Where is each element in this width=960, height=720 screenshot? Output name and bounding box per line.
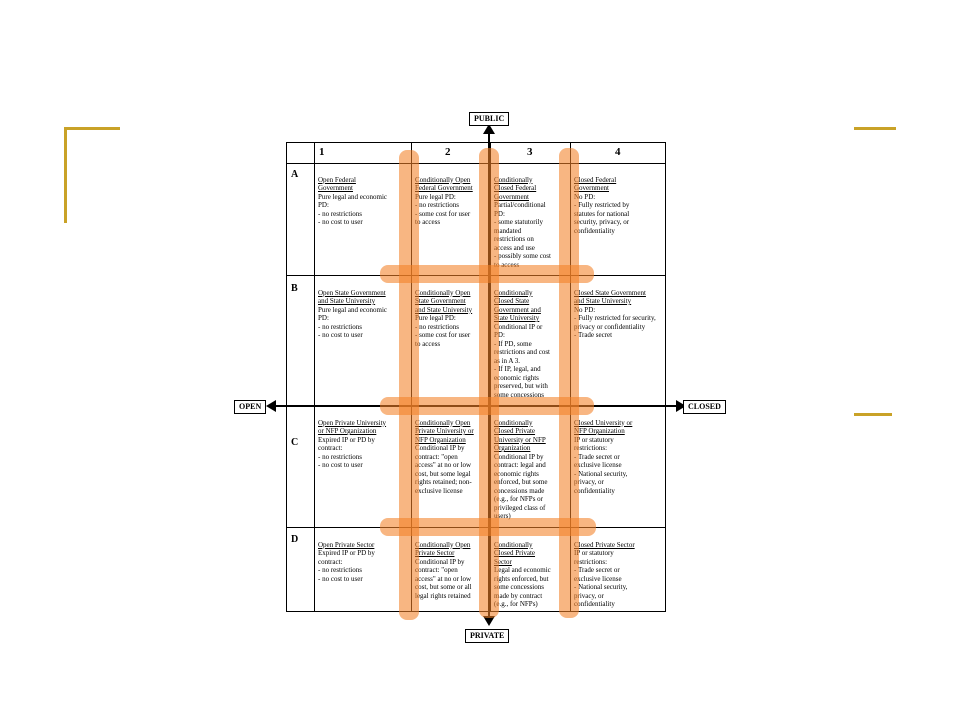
cell-title: Conditionally Open Federal Government [415, 175, 473, 193]
cell-body: Pure legal and economic PD: - no restric… [318, 192, 388, 227]
cell-c1: Open Private University or NFP Organizat… [318, 410, 410, 478]
axis-arrowhead-right-icon [676, 400, 686, 412]
cell-body: Conditional IP by contract: "open access… [415, 557, 472, 600]
cell-body: Expired IP or PD by contract: - no restr… [318, 435, 375, 470]
highlight-horizontal-1 [380, 265, 594, 283]
grid-line-v1 [314, 143, 315, 611]
cell-title: Conditionally Closed Private University … [494, 418, 546, 453]
axis-arrowhead-down-icon [483, 616, 495, 626]
cell-title: Conditionally Closed Federal Government [494, 175, 537, 201]
axis-label-public: PUBLIC [469, 112, 510, 126]
cell-c2: Conditionally Open Private University or… [415, 410, 489, 504]
cell-a4: Closed Federal GovernmentNo PD: - Fully … [574, 167, 666, 244]
corner-accent-top-left-horizontal [64, 127, 120, 130]
axis-label-open: OPEN [234, 400, 267, 414]
cell-body: IP or statutory restrictions: - Trade se… [574, 549, 628, 608]
highlight-horizontal-2 [380, 397, 594, 415]
cell-c4: Closed University or NFP OrganizationIP … [574, 410, 666, 504]
axis-label-closed: CLOSED [683, 400, 726, 414]
column-header-4: 4 [615, 146, 621, 158]
cell-title: Conditionally Closed Private Sector [494, 540, 536, 566]
cell-body: Conditional IP or PD: - If PD, some rest… [494, 322, 550, 399]
row-label-b: B [291, 283, 298, 294]
cell-d4: Closed Private SectorIP or statutory res… [574, 532, 666, 617]
highlight-vertical-2 [479, 148, 499, 618]
cell-b4: Closed State Government and State Univer… [574, 280, 666, 348]
cell-body: Pure legal and economic PD: - no restric… [318, 305, 388, 340]
column-header-row: 1 2 3 4 [287, 143, 665, 164]
row-label-d: D [291, 534, 299, 545]
column-header-1: 1 [319, 146, 325, 158]
cell-body: IP or statutory restrictions: - Trade se… [574, 435, 628, 495]
cell-c3: Conditionally Closed Private University … [494, 410, 569, 529]
column-header-2: 2 [445, 146, 451, 158]
cell-title: Conditionally Open Private Sector [415, 540, 471, 558]
cell-title: Open Private University or NFP Organizat… [318, 418, 387, 436]
cell-b3: Conditionally Closed State Government an… [494, 280, 569, 408]
cell-title: Conditionally Open State Government and … [415, 288, 473, 314]
column-header-3: 3 [527, 146, 533, 158]
axis-arrowhead-left-icon [266, 400, 276, 412]
cell-body: Pure legal PD: - no restrictions - some … [415, 314, 471, 348]
cell-body: Conditional IP by contract: "open access… [415, 444, 472, 495]
cell-body: Legal and economic rights enforced, but … [494, 566, 551, 608]
cell-title: Open Federal Government [318, 175, 356, 193]
cell-body: No PD: - Fully restricted by statutes fo… [574, 192, 630, 235]
cell-b2: Conditionally Open State Government and … [415, 280, 489, 357]
axis-arrowhead-up-icon [483, 124, 495, 134]
row-label-a: A [291, 169, 299, 180]
corner-accent-top-left-vertical [64, 127, 67, 223]
accent-top-right [854, 127, 896, 130]
cell-body: Expired IP or PD by contract: - no restr… [318, 549, 375, 583]
cell-title: Conditionally Open Private University or… [415, 418, 474, 444]
highlight-horizontal-3 [380, 518, 596, 536]
accent-mid-right [854, 413, 892, 416]
cell-body: Partial/conditional PD: - some statutori… [494, 201, 551, 269]
cell-body: Conditional IP by contract: legal and ec… [494, 452, 548, 521]
row-label-c: C [291, 437, 299, 448]
cell-body: No PD: - Fully restricted for security, … [574, 305, 656, 340]
axis-label-private: PRIVATE [465, 629, 510, 643]
cell-title: Conditionally Closed State Government an… [494, 288, 541, 323]
highlight-vertical-1 [399, 150, 419, 620]
cell-title: Closed University or NFP Organization [574, 418, 633, 436]
cell-title: Open State Government and State Universi… [318, 288, 386, 306]
cell-title: Closed Federal Government [574, 175, 617, 193]
highlight-vertical-3 [559, 148, 579, 618]
cell-title: Open Private Sector [318, 540, 375, 549]
cell-title: Closed State Government and State Univer… [574, 288, 646, 306]
cell-title: Closed Private Sector [574, 540, 635, 549]
cell-body: Pure legal PD: - no restrictions - some … [415, 192, 471, 227]
cell-b1: Open State Government and State Universi… [318, 280, 410, 348]
